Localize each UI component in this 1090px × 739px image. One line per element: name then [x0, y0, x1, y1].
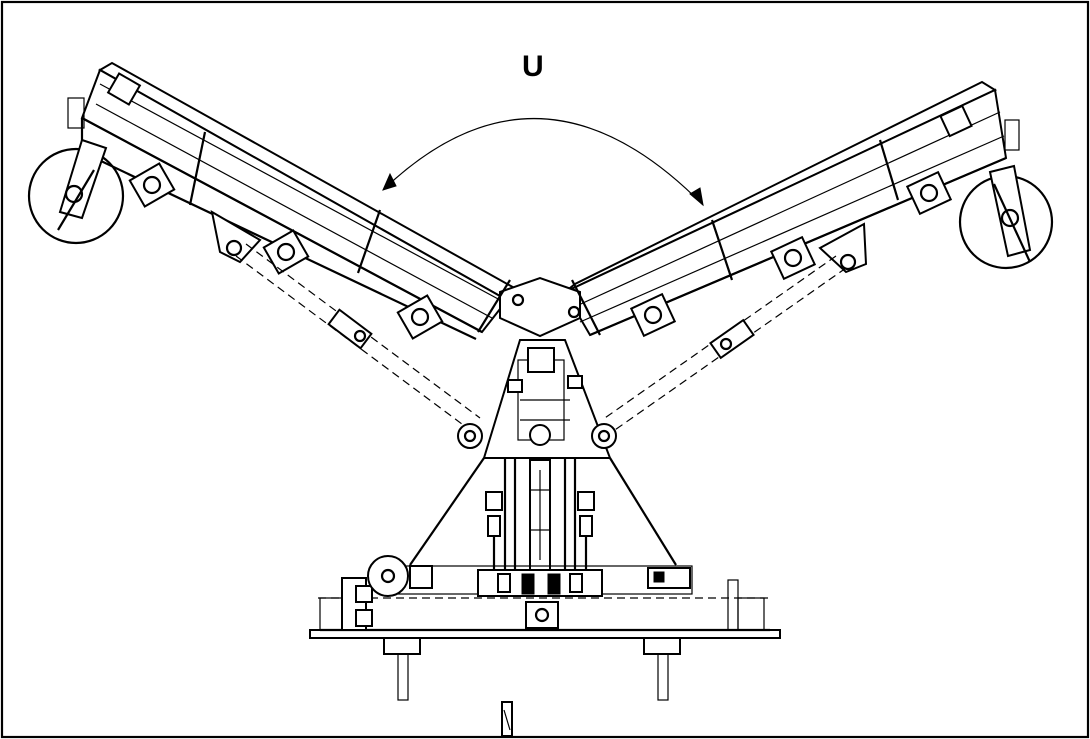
support-frame	[409, 457, 677, 585]
left-cylinder	[235, 243, 481, 431]
left-arm	[67, 61, 520, 340]
left-block-1	[128, 162, 176, 208]
right-wheel	[958, 164, 1054, 270]
angle-arc	[382, 117, 704, 207]
right-arm	[563, 80, 1020, 338]
left-block-2	[262, 229, 310, 275]
right-block-3	[629, 292, 677, 338]
left-wheel	[27, 138, 125, 245]
angle-label: U	[522, 50, 544, 83]
right-cylinder	[601, 255, 847, 433]
right-block-2	[769, 235, 817, 281]
base-frame	[309, 555, 781, 737]
left-block-3	[396, 294, 444, 340]
center-tower	[457, 339, 617, 459]
right-block-1	[905, 170, 953, 216]
center-hinge	[477, 276, 601, 338]
